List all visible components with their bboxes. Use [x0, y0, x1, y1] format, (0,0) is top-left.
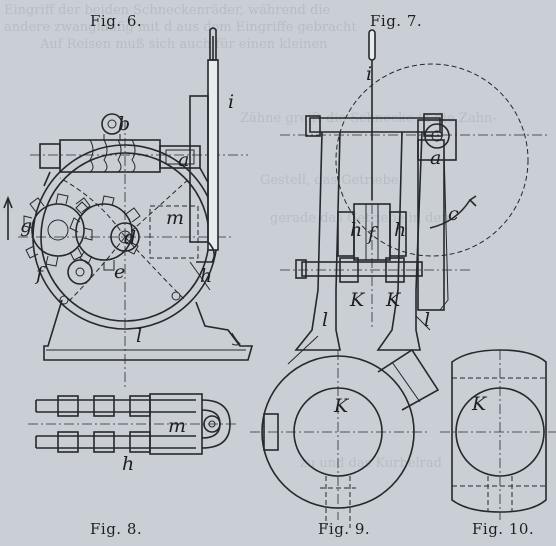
fig7-label-f: f	[366, 223, 378, 245]
ghost-text-line: Gestell, das Getriebe	[260, 173, 399, 188]
fig6-caption: Fig. 6.	[90, 12, 143, 30]
ghost-text-line: Eingriff der beiden Schneckenräder, währ…	[4, 3, 331, 18]
fig6-label-e: e	[114, 261, 125, 283]
fig7-label-h-left: h	[350, 219, 362, 241]
fig10-drawing	[440, 349, 556, 520]
fig6-label-b: b	[118, 113, 130, 135]
fig7-drawing	[280, 29, 550, 365]
ghost-text-line: Auf Reisen muß sich auch für einen klein…	[40, 37, 328, 52]
fig6-label-g: g	[20, 215, 32, 237]
fig6-label-f: f	[34, 263, 46, 285]
fig9-label-k: K	[333, 395, 350, 417]
fig6-label-i: i	[228, 91, 234, 113]
fig7-label-k-left: K	[349, 289, 366, 311]
ghost-text-line: gerade das Getriebe in den	[270, 211, 450, 226]
fig6-label-l: l	[136, 325, 142, 347]
fig8-caption: Fig. 8.	[90, 520, 143, 538]
fig10-label-k: K	[471, 393, 488, 415]
fig6-drawing	[3, 27, 254, 388]
fig7-label-i: i	[366, 63, 372, 85]
fig7-caption: Fig. 7.	[370, 12, 423, 30]
fig6-label-m: m	[166, 207, 184, 229]
fig6-label-a: a	[178, 149, 189, 171]
fig7-label-k-right: K	[385, 289, 402, 311]
fig7-label-c: c	[448, 203, 459, 225]
ghost-text-line: andere zwangläufig mit d aus dem Eingrif…	[4, 20, 357, 35]
fig7-label-l-left: l	[322, 309, 328, 331]
ghost-text-line: zu und das Kurbelrad	[300, 456, 442, 471]
fig9-drawing	[250, 348, 440, 528]
fig6-label-d: d	[124, 227, 136, 249]
fig7-label-l-right: l	[424, 309, 430, 331]
fig8-label-m: m	[168, 415, 186, 437]
fig6-label-h: h	[200, 265, 212, 287]
fig10-caption: Fig. 10.	[472, 520, 535, 538]
fig8-drawing	[28, 393, 236, 455]
fig7-label-h-right: h	[394, 219, 406, 241]
fig7-label-a: a	[430, 147, 441, 169]
fig9-caption: Fig. 9.	[318, 520, 371, 538]
fig8-label-h: h	[122, 453, 134, 475]
